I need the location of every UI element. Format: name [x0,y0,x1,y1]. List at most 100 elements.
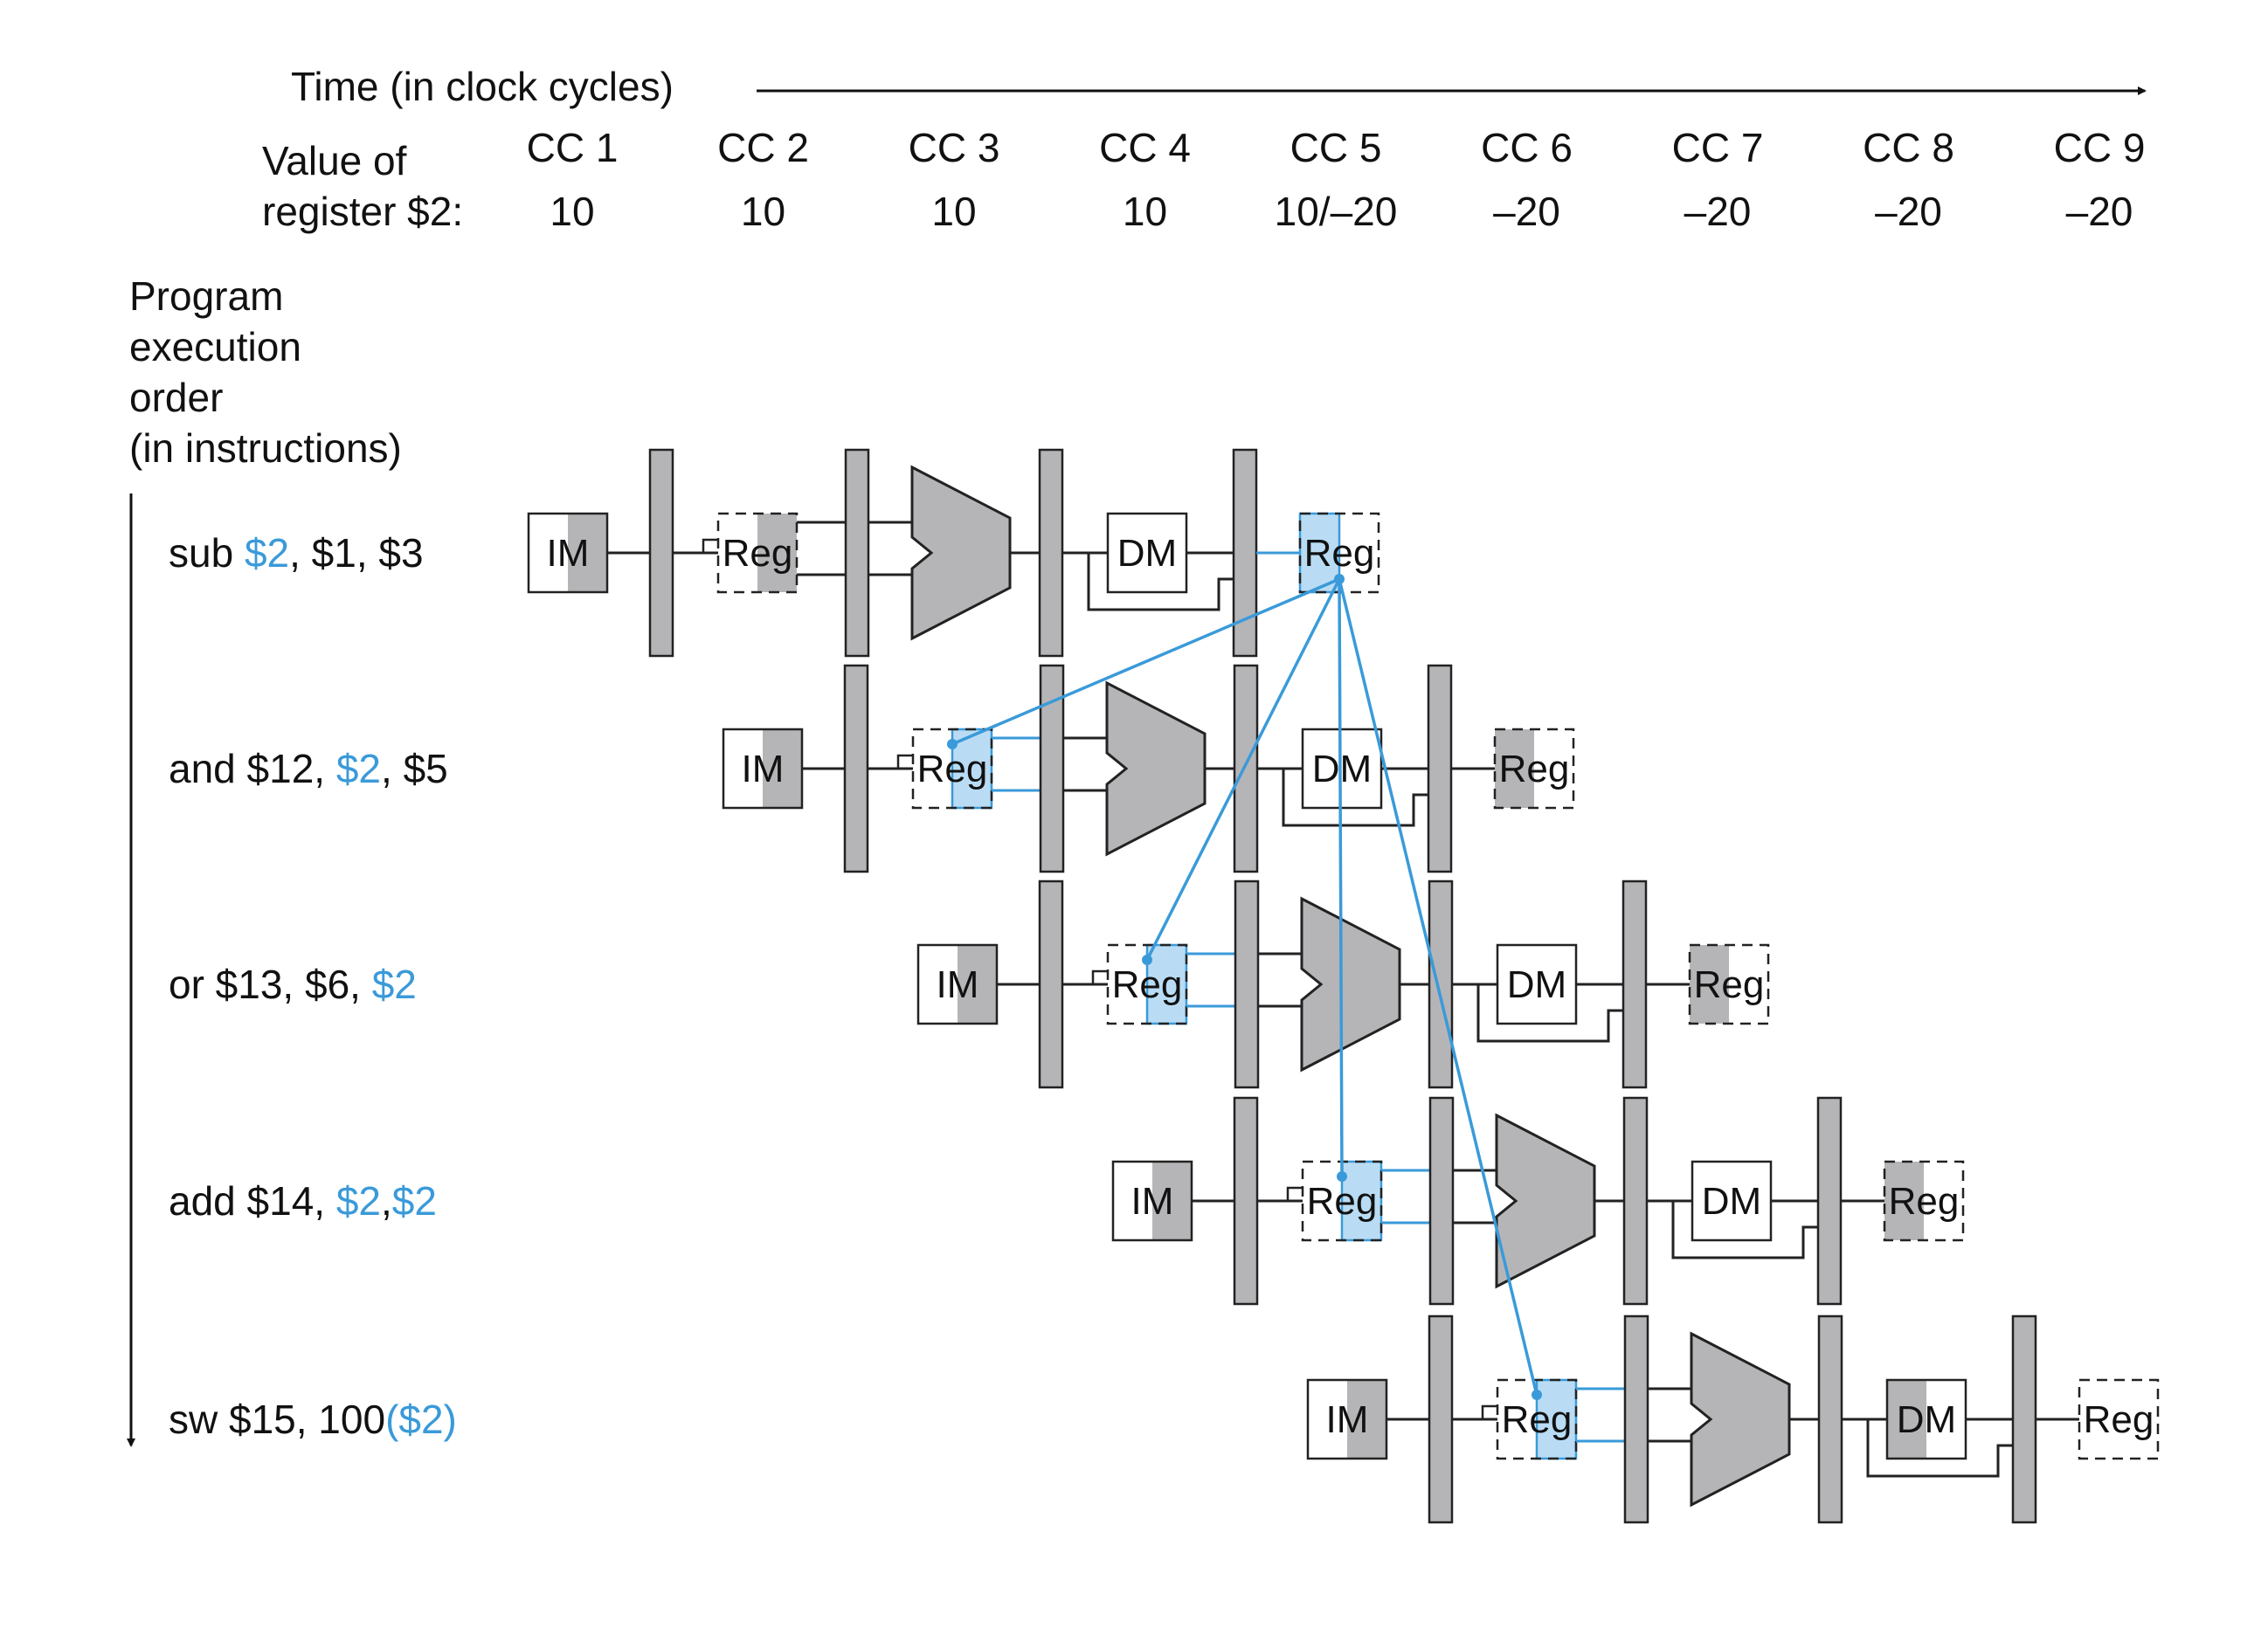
dependency-endpoint [1142,955,1152,965]
datapath-wire [1866,1419,2013,1478]
instruction-text: , $5 [381,746,448,791]
alu [1495,1113,1596,1289]
program-order-label-line: (in instructions) [129,425,402,471]
stage-label: IM [547,532,590,575]
cycle-register-value: 10 [550,189,594,234]
data-memory: DM [1496,943,1578,1025]
dependency-source [1334,574,1345,584]
instruction-label: sw $15, 100($2) [169,1397,457,1442]
instruction-text: add $14, [169,1178,336,1224]
cycle-register-value: –20 [1684,189,1752,234]
cycle-register-value: 10 [741,189,785,234]
datapath-wire [896,754,913,769]
register-value-label-line2: register $2: [262,189,463,234]
dependency-endpoint [947,739,958,749]
dependency-endpoint [1337,1171,1347,1182]
stage-active-half [568,514,607,592]
register-file-read: Reg [1496,1378,1578,1460]
register-2-reference: $2 [245,530,289,576]
stage-active-half [763,729,802,808]
cycle-label: CC 5 [1290,125,1382,170]
register-file-read: Reg [1106,943,1188,1025]
pipeline-register [1427,664,1453,873]
pipeline-register [1621,880,1648,1089]
pipeline-register [1817,1314,1843,1524]
instruction-text: , $1, $3 [289,530,423,576]
register-file-read: Reg [911,728,993,810]
stage-label: Reg [917,748,988,790]
stage-label: DM [1702,1180,1761,1223]
pipeline-register [1428,1314,1454,1524]
stage-active-half [1152,1162,1192,1240]
pipeline-register [2011,1314,2037,1524]
datapath-wire [702,538,718,553]
stage-outline [2078,1378,2160,1460]
pipeline-register [1623,1314,1649,1524]
time-axis-label: Time (in clock cycles) [291,64,674,109]
cycle-register-value: 10/–20 [1275,189,1398,234]
datapath-wire [1476,984,1623,1043]
data-memory: DM [1106,512,1188,594]
instruction-label: and $12, $2, $5 [169,746,448,791]
program-order-label-line: order [129,375,223,420]
program-order-label-line: Program [129,273,283,319]
register-2-reference: $2 [392,1178,437,1224]
stage-active-half [1347,1380,1386,1459]
stage-label: Reg [1112,963,1183,1006]
stage-outline [1493,728,1575,810]
instruction-memory: IM [527,512,609,594]
register-2-reference: $2 [336,1178,381,1224]
dependency-line [951,577,1340,746]
stage-label: DM [1897,1398,1956,1441]
datapath-wire [1671,1201,1818,1259]
instruction-text: , [381,1178,392,1224]
stage-active-half [1495,729,1534,808]
cycle-label: CC 1 [527,125,619,170]
alu [1300,896,1401,1073]
register-file-write: Reg [1883,1160,1965,1242]
alu [1690,1331,1791,1507]
cycle-label: CC 9 [2054,125,2146,170]
datapath-wire [1091,969,1108,984]
pipeline-register [1038,448,1064,658]
stage-label: Reg [1502,1398,1573,1441]
program-order-label-line: execution [129,324,301,369]
stage-label: Reg [1499,748,1570,790]
datapath-wire [1087,553,1234,611]
register-file-write: Reg [1493,728,1575,810]
cycle-register-value: 10 [1123,189,1167,234]
dependency-lines [947,574,1542,1400]
instruction-label: or $13, $6, $2 [169,962,417,1007]
stage-active-half [1884,1162,1924,1240]
cycle-register-value: –20 [1875,189,1942,234]
pipeline-register [648,448,674,658]
pipeline-register [844,448,870,658]
dependency-line [1338,578,1344,1177]
stage-active-half [958,945,997,1024]
datapath-wire [1282,769,1428,827]
stage-label: IM [1131,1180,1174,1223]
instruction-pipeline: IM Reg DM Reg [1306,1314,2160,1524]
stage-outline [1883,1160,1965,1242]
register-file-write: Reg [2078,1378,2160,1460]
cycle-label: CC 4 [1099,125,1191,170]
instruction-label: add $14, $2,$2 [169,1178,437,1224]
pipeline-register [1039,664,1065,873]
register-2-reference: $2 [336,746,381,791]
stage-active-half [1690,945,1729,1024]
stage-label: Reg [1694,963,1765,1006]
instruction-text: sub [169,530,245,576]
instruction-memory: IM [1111,1160,1193,1242]
stage-label: Reg [723,532,793,575]
instruction-memory: IM [1306,1378,1388,1460]
pipeline-register [1233,664,1259,873]
pipeline-register [1234,880,1260,1089]
register-file-write: Reg [1298,512,1380,594]
register-file-write: Reg [1688,943,1770,1025]
instruction-text: and $12, [169,746,336,791]
data-memory: DM [1691,1160,1773,1242]
